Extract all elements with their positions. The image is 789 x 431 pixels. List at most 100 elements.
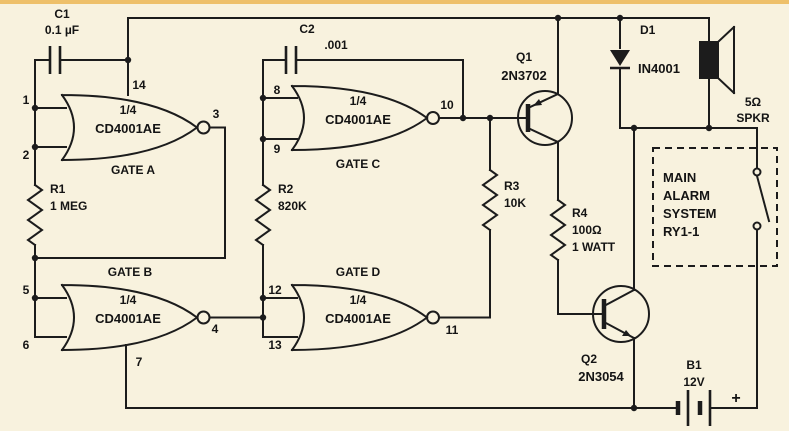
resistor-r3: R3 10K (481, 168, 526, 232)
r3-zigzag (481, 168, 499, 232)
r4-ref-label: R4 (572, 206, 588, 220)
r4-wattage-label: 1 WATT (572, 240, 616, 254)
gate-b-name-label: GATE B (108, 265, 153, 279)
r2-value-label: 820K (278, 199, 307, 213)
gate-d-pin13-label: 13 (268, 338, 282, 352)
gate-a-part-label: CD4001AE (95, 121, 161, 136)
gate-d-body (290, 283, 429, 352)
gate-d-pin12-label: 12 (268, 283, 282, 297)
gate-d: 1/4 CD4001AE GATE D 12 13 11 (268, 265, 458, 352)
q2-collector-line (602, 288, 636, 308)
speaker: 5Ω SPKR (699, 25, 770, 125)
junction-dot (630, 404, 638, 412)
junction-dot (259, 135, 267, 143)
diode-d1: D1 IN4001 (610, 23, 680, 76)
capacitor-c1: C1 0.1 µF (45, 7, 79, 74)
junction-dot (31, 104, 39, 112)
relay-contact-blade (755, 174, 771, 223)
battery-voltage-label: 12V (683, 375, 704, 389)
r3-ref-label: R3 (504, 179, 520, 193)
gate-b-pin7-label: 7 (136, 355, 143, 369)
wire-collector-node-horizontal (619, 127, 758, 170)
junction-dot (259, 94, 267, 102)
scan-edge-strip (0, 0, 789, 4)
speaker-impedance-label: 5Ω (745, 95, 762, 109)
relay-contact-top-terminal (752, 167, 762, 177)
battery-plus-label: + (731, 390, 740, 407)
gate-b-fraction: 1/4 (120, 293, 137, 307)
gate-a-fraction: 1/4 (120, 103, 137, 117)
c2-value-label: .001 (324, 38, 348, 52)
junction-dot (124, 56, 132, 64)
alarm-system-box: MAIN ALARM SYSTEM RY1-1 (652, 147, 778, 267)
junction-dot (31, 143, 39, 151)
gate-c-pin8-label: 8 (274, 83, 281, 97)
relay-contact-bottom-terminal (752, 221, 762, 231)
wire-r4-to-q2-base (557, 259, 605, 315)
resistor-r4: R4 100Ω 1 WATT (549, 198, 616, 262)
alarm-box-line1: MAIN (663, 170, 696, 185)
q2-part-label: 2N3054 (578, 369, 624, 384)
gate-a-name-label: GATE A (111, 163, 155, 177)
c1-ref-label: C1 (54, 7, 70, 21)
q1-ref-label: Q1 (516, 50, 532, 64)
gate-c-part-label: CD4001AE (325, 112, 391, 127)
r1-zigzag (26, 183, 44, 247)
gate-c-body (290, 84, 429, 152)
q1-collector-line (526, 126, 560, 144)
r4-zigzag (549, 198, 567, 262)
gate-c-name-label: GATE C (336, 157, 381, 171)
junction-dot (259, 314, 267, 321)
junction-dot (616, 14, 624, 22)
gate-b-output-bubble (196, 310, 211, 325)
battery-b1: B1 12V + (675, 358, 741, 426)
gate-a-body (60, 93, 199, 162)
gate-b: 1/4 CD4001AE GATE B 5 6 4 7 (23, 265, 219, 369)
wire-gate-d-output-to-r3 (438, 229, 491, 319)
junction-dot (705, 124, 713, 132)
r2-ref-label: R2 (278, 182, 294, 196)
c2-ref-label: C2 (299, 22, 315, 36)
r3-value-label: 10K (504, 196, 526, 210)
gate-b-pin5-label: 5 (23, 283, 30, 297)
transistor-q2: Q2 2N3054 (578, 285, 650, 384)
speaker-cone-icon (716, 25, 736, 95)
gate-c: 1/4 CD4001AE GATE C 8 9 10 (274, 83, 454, 171)
q2-emitter-arrow (622, 330, 631, 336)
resistor-r1: R1 1 MEG (26, 182, 87, 247)
q1-emitter-line (526, 92, 560, 110)
gate-c-pin10-label: 10 (440, 98, 454, 112)
gate-a-pin14-label: 14 (132, 78, 146, 92)
gate-d-pin11-label: 11 (446, 323, 459, 337)
gate-b-part-label: CD4001AE (95, 311, 161, 326)
r2-zigzag (254, 183, 272, 247)
junction-dot (554, 14, 562, 22)
junction-dot (459, 114, 467, 122)
gate-d-part-label: CD4001AE (325, 311, 391, 326)
gate-b-pin6-label: 6 (23, 338, 30, 352)
alarm-box-line4: RY1-1 (663, 224, 699, 239)
gate-a-output-bubble (196, 120, 211, 135)
junction-dot (630, 124, 638, 132)
d1-ref-label: D1 (640, 23, 656, 37)
junction-dot (31, 254, 39, 262)
wire-top-rail (127, 17, 710, 43)
gate-d-name-label: GATE D (336, 265, 381, 279)
q2-body-circle (592, 285, 650, 343)
junction-dot (486, 114, 494, 122)
gate-a-pin2-label: 2 (23, 148, 30, 162)
d1-part-label: IN4001 (638, 61, 680, 76)
gate-b-body (60, 283, 199, 352)
junction-dots (31, 14, 713, 412)
q1-body-circle (517, 90, 573, 146)
wire-relay-to-battery-positive (709, 228, 758, 409)
wires (34, 17, 758, 409)
gate-a-pin3-label: 3 (213, 107, 220, 121)
q1-part-label: 2N3702 (501, 68, 547, 83)
gate-c-fraction: 1/4 (350, 94, 367, 108)
alarm-box-dashed-border (652, 147, 778, 267)
r1-value-label: 1 MEG (50, 199, 87, 213)
gate-d-output-bubble (426, 310, 440, 325)
